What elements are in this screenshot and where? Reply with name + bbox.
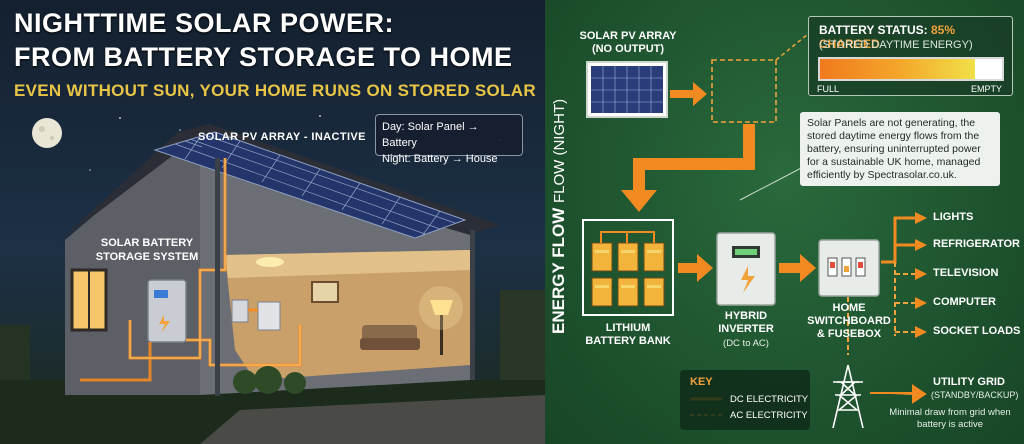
vertical-title: ENERGY FLOW FLOW (NIGHT) [549, 98, 568, 334]
key-ac-label: AC ELECTRICITY [730, 410, 808, 421]
battery-full-label: FULL [817, 84, 840, 94]
load-computer: COMPUTER [933, 296, 996, 308]
utility-grid-note: Minimal draw from grid when battery is a… [889, 407, 1011, 430]
scene-panel: NIGHTTIME SOLAR POWER: FROM BATTERY STOR… [0, 0, 545, 444]
battery-status-subtitle: (STORED DAYTIME ENERGY) [819, 39, 973, 51]
load-lights: LIGHTS [933, 211, 974, 223]
arrow-to-grid [870, 384, 927, 404]
battery-bank-label: LITHIUM BATTERY BANK [585, 322, 671, 347]
page-title-line2: FROM BATTERY STORAGE TO HOME [14, 42, 513, 72]
charge-controller-node [711, 59, 777, 123]
arrow-battery-to-inverter [678, 254, 713, 282]
utility-grid-label: UTILITY GRID [933, 376, 1005, 388]
battery-empty-label: EMPTY [970, 84, 1002, 94]
battery-level-bar [818, 57, 1004, 81]
arrow-pv-to-controller [670, 82, 707, 106]
inverter-sub-label: (DC to AC) [723, 338, 769, 349]
utility-pylon-icon [832, 364, 864, 429]
solar-panel-array [153, 131, 467, 239]
pv-array-label: SOLAR PV ARRAY (NO OUTPUT) [579, 30, 677, 55]
explanation-note: Solar Panels are not generating, the sto… [800, 112, 1000, 186]
arrow-to-battery [621, 124, 755, 212]
battery-level-fill [820, 59, 975, 79]
legend-night: Night: Battery → House [382, 153, 498, 165]
floor-lamp [430, 300, 453, 315]
inverter-node [716, 232, 776, 306]
load-socket-loads: SOCKET LOADS [933, 325, 1021, 337]
pv-array-inactive-label: SOLAR PV ARRAY - INACTIVE [198, 131, 366, 143]
load-television: TELEVISION [933, 267, 999, 279]
battery-status-title: BATTERY STATUS: 85% CHARGED [819, 23, 956, 51]
bushes [233, 366, 306, 394]
pv-array-node [586, 61, 668, 118]
key-legend: KEY DC ELECTRICITY AC ELECTRICITY [680, 370, 810, 430]
battery-storage-unit [147, 279, 187, 343]
window [70, 268, 108, 332]
battery-status-panel: BATTERY STATUS: 85% CHARGED (STORED DAYT… [808, 16, 1013, 96]
load-branches [881, 216, 915, 264]
switchboard-label: HOME SWITCHBOARD & FUSEBOX [807, 302, 891, 340]
energy-flow-diagram [582, 33, 927, 429]
house-illustration [0, 115, 545, 444]
utility-grid-sub-label: (STANDBY/BACKUP) [931, 390, 1019, 400]
load-refrigerator: REFRIGERATOR [933, 238, 1020, 250]
arrow-inverter-to-switchboard [779, 254, 816, 282]
legend-day: Day: Solar Panel → Battery [382, 121, 479, 149]
battery-storage-label: SOLAR BATTERY STORAGE SYSTEM [95, 237, 199, 263]
page-subtitle: EVEN WITHOUT SUN, YOUR HOME RUNS ON STOR… [14, 81, 536, 100]
key-title: KEY [690, 376, 713, 388]
energy-flow-panel: ENERGY FLOW FLOW (NIGHT) SOLAR PV ARRAY … [545, 0, 1024, 444]
sofa [360, 325, 420, 350]
moon-icon [32, 118, 62, 148]
inverter-label: HYBRID INVERTER [718, 310, 774, 335]
page-title-line1: NIGHTTIME SOLAR POWER: [14, 8, 394, 38]
load-arrowheads [915, 212, 927, 338]
day-night-legend: Day: Solar Panel → Battery Night: Batter… [375, 114, 523, 165]
battery-bank-node [582, 219, 674, 316]
switchboard-node [818, 239, 880, 297]
lightning-icon [741, 266, 755, 293]
key-dc-label: DC ELECTRICITY [730, 394, 809, 405]
